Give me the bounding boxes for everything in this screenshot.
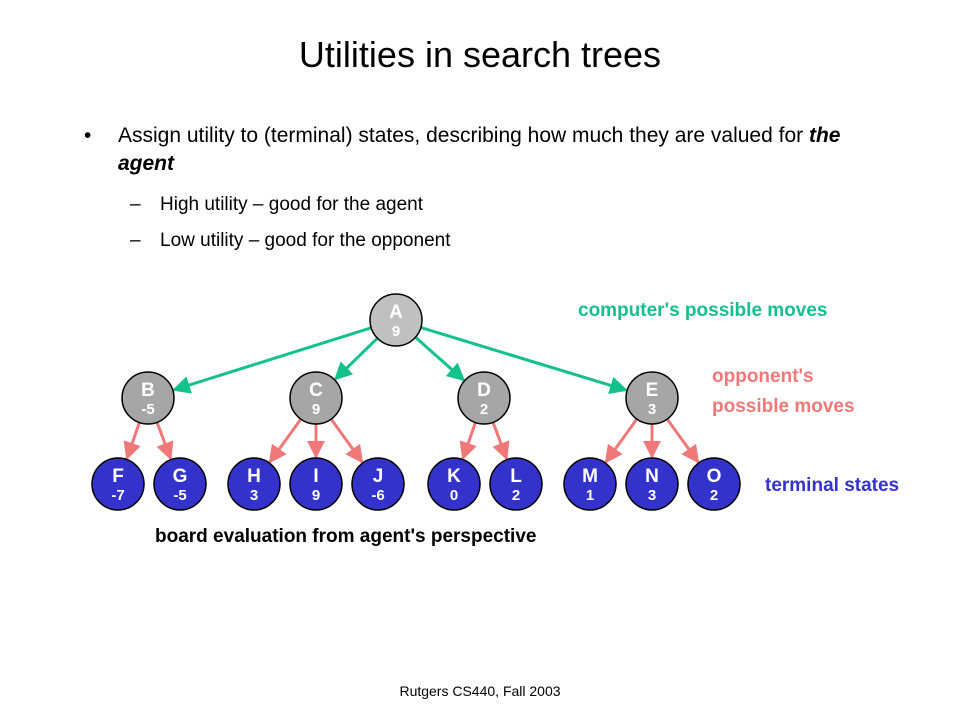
node-f-circle xyxy=(91,457,145,511)
node-g-value: -5 xyxy=(173,487,186,504)
node-n: N3 xyxy=(625,457,679,511)
node-m-value: 1 xyxy=(586,487,594,504)
node-c: C9 xyxy=(289,371,343,425)
board-evaluation-label: board evaluation from agent's perspectiv… xyxy=(155,526,536,547)
footer-text: Rutgers CS440, Fall 2003 xyxy=(399,683,561,699)
node-b-label: B xyxy=(141,380,155,401)
node-o-value: 2 xyxy=(710,487,718,504)
edge-C-H xyxy=(268,418,303,464)
node-i-circle xyxy=(289,457,343,511)
node-g: G-5 xyxy=(153,457,207,511)
node-h: H3 xyxy=(227,457,281,511)
node-f-value: -7 xyxy=(111,487,124,504)
slide-title: Utilities in search trees xyxy=(298,34,662,75)
bullet-text-main: Assign utility to (terminal) states, des… xyxy=(118,124,809,147)
node-n-circle xyxy=(625,457,679,511)
node-d-label: D xyxy=(477,380,491,401)
edge-A-B xyxy=(172,326,372,394)
edge-B-F xyxy=(123,422,141,461)
node-c-label: C xyxy=(309,380,323,401)
terminal-states-label: terminal states xyxy=(765,475,899,496)
opponent-moves-label-line2: possible moves xyxy=(712,396,855,417)
edge-A-D xyxy=(414,336,466,382)
node-b: B-5 xyxy=(121,371,175,425)
node-c-circle xyxy=(289,371,343,425)
node-a-circle xyxy=(369,293,423,347)
node-f-label: F xyxy=(112,466,124,487)
edge-D-L xyxy=(491,421,510,461)
node-d: D2 xyxy=(457,371,511,425)
node-j-circle xyxy=(351,457,405,511)
bullet-text: Assign utility to (terminal) states, des… xyxy=(118,122,878,178)
node-l-value: 2 xyxy=(512,487,520,504)
computer-moves-label: computer's possible moves xyxy=(578,300,828,321)
node-a-value: 9 xyxy=(392,323,400,340)
node-j-label: J xyxy=(373,466,384,487)
node-l-circle xyxy=(489,457,543,511)
node-e-circle xyxy=(625,371,679,425)
node-h-circle xyxy=(227,457,281,511)
node-n-value: 3 xyxy=(648,487,656,504)
node-b-circle xyxy=(121,371,175,425)
edge-D-K xyxy=(459,422,477,461)
edge-E-O xyxy=(665,418,700,464)
node-b-value: -5 xyxy=(141,401,154,418)
edge-C-J xyxy=(329,418,364,464)
node-l: L2 xyxy=(489,457,543,511)
sub-item-1: High utility – good for the agent xyxy=(160,194,424,215)
node-i-value: 9 xyxy=(312,487,320,504)
node-d-circle xyxy=(457,371,511,425)
bullet-marker: • xyxy=(84,124,92,147)
node-l-label: L xyxy=(510,466,522,487)
node-h-value: 3 xyxy=(250,487,258,504)
bullet-text-emphasis: the agent xyxy=(118,124,841,175)
node-a: A9 xyxy=(369,293,423,347)
node-f: F-7 xyxy=(91,457,145,511)
node-e: E3 xyxy=(625,371,679,425)
node-d-value: 2 xyxy=(480,401,488,418)
node-g-label: G xyxy=(173,466,188,487)
node-k-circle xyxy=(427,457,481,511)
node-k: K0 xyxy=(427,457,481,511)
node-g-circle xyxy=(153,457,207,511)
edge-B-G xyxy=(155,421,174,461)
node-j: J-6 xyxy=(351,457,405,511)
node-o: O2 xyxy=(687,457,741,511)
node-c-value: 9 xyxy=(312,401,320,418)
node-m-label: M xyxy=(582,466,598,487)
node-e-value: 3 xyxy=(648,401,656,418)
node-n-label: N xyxy=(645,466,659,487)
node-h-label: H xyxy=(247,466,261,487)
node-k-value: 0 xyxy=(450,487,458,504)
sub-item-2: Low utility – good for the opponent xyxy=(160,230,451,251)
node-o-label: O xyxy=(707,466,722,487)
edge-E-M xyxy=(604,418,639,464)
node-e-label: E xyxy=(646,380,659,401)
edge-A-C xyxy=(334,337,379,381)
node-o-circle xyxy=(687,457,741,511)
node-i-label: I xyxy=(313,466,318,487)
sub-marker-1: – xyxy=(130,194,141,215)
node-m: M1 xyxy=(563,457,617,511)
tree-edges xyxy=(123,326,700,464)
sub-marker-2: – xyxy=(130,230,141,251)
node-j-value: -6 xyxy=(371,487,384,504)
edge-A-E xyxy=(420,326,628,395)
opponent-moves-label-line1: opponent's xyxy=(712,366,814,387)
node-m-circle xyxy=(563,457,617,511)
node-i: I9 xyxy=(289,457,343,511)
node-k-label: K xyxy=(447,466,461,487)
node-a-label: A xyxy=(389,302,403,323)
